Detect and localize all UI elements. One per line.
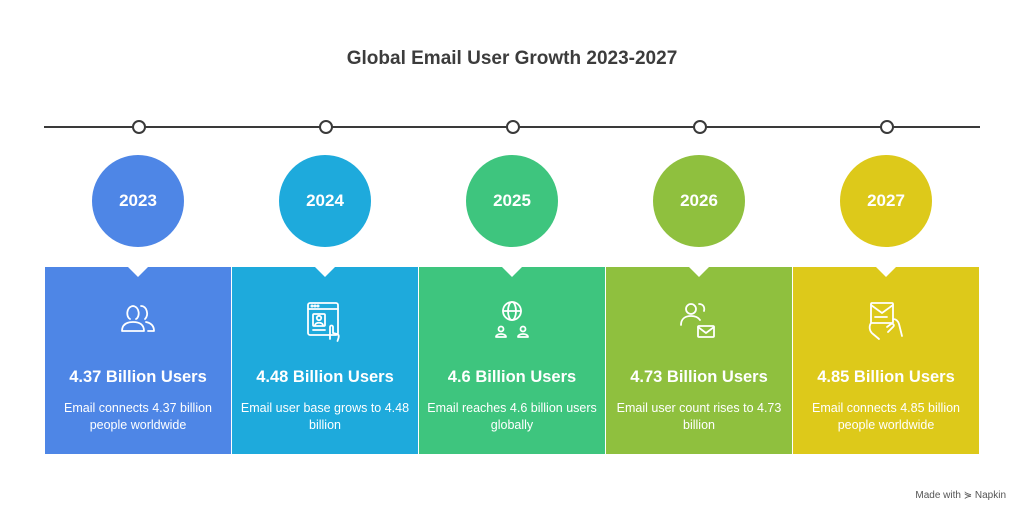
card-2024: 4.48 Billion Users Email user base grows… (232, 266, 418, 454)
timeline-node (693, 120, 707, 134)
card-pointer (314, 266, 336, 277)
year-circle-2023: 2023 (92, 155, 184, 247)
card-2026: 4.73 Billion Users Email user count rise… (606, 266, 792, 454)
card-description: Email reaches 4.6 billion users globally (427, 401, 597, 432)
globe-users-icon (489, 297, 535, 343)
card-description: Email connects 4.85 billion people world… (812, 401, 960, 432)
timeline-node (506, 120, 520, 134)
card-description: Email user base grows to 4.48 billion (240, 401, 410, 432)
card-pointer (127, 266, 149, 277)
timeline-node (880, 120, 894, 134)
card-headline: 4.85 Billion Users (817, 368, 955, 386)
card-headline: 4.6 Billion Users (447, 368, 577, 386)
users-mail-icon (676, 297, 722, 343)
page-title: Global Email User Growth 2023-2027 (346, 48, 678, 69)
card-2027: 4.85 Billion Users Email connects 4.85 b… (793, 266, 979, 454)
timeline-node (319, 120, 333, 134)
year-circle-2024: 2024 (279, 155, 371, 247)
card-pointer (875, 266, 897, 277)
card-pointer (688, 266, 710, 277)
hand-letter-icon (863, 297, 909, 343)
card-2023: 4.37 Billion Users Email connects 4.37 b… (45, 266, 231, 454)
card-description: Email user count rises to 4.73 billion (616, 401, 782, 432)
card-headline: 4.73 Billion Users (630, 368, 768, 386)
card-pointer (501, 266, 523, 277)
napkin-credit: Made with ⋟ Napkin (915, 490, 1006, 501)
timeline-node (132, 120, 146, 134)
card-description: Email connects 4.37 billion people world… (64, 401, 212, 432)
people-icon (115, 297, 161, 343)
card-2025: 4.6 Billion Users Email reaches 4.6 bill… (419, 266, 605, 454)
card-headline: 4.48 Billion Users (256, 368, 394, 386)
year-circle-2025: 2025 (466, 155, 558, 247)
year-circle-2026: 2026 (653, 155, 745, 247)
card-headline: 4.37 Billion Users (69, 368, 207, 386)
year-circle-2027: 2027 (840, 155, 932, 247)
profile-window-icon (302, 297, 348, 343)
